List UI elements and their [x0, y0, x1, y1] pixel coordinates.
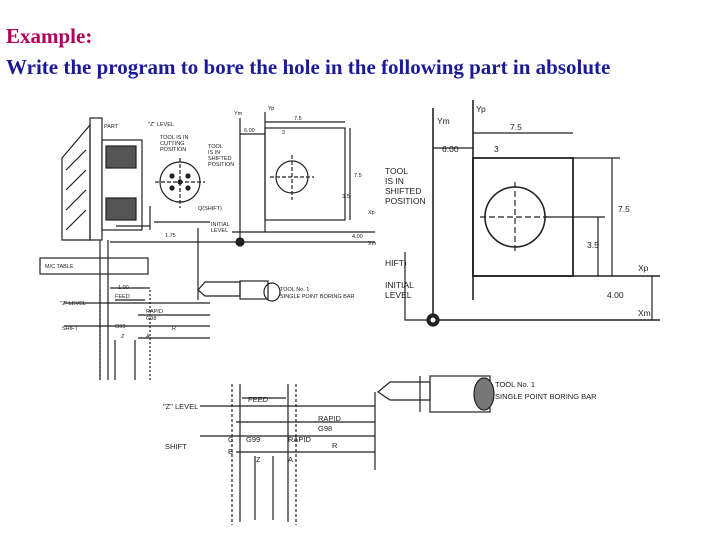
label-small-g99: G99: [115, 324, 125, 330]
label-large-tool-4: POSITION: [385, 196, 426, 206]
label-small-shift: SHIFT: [62, 326, 79, 332]
small-bore-circle: [110, 158, 232, 243]
label-tool-shifted-3: SHIFTED: [208, 156, 232, 162]
label-small-z-level: "Z" LEVEL: [60, 301, 86, 307]
label-small-dim-3: 3: [282, 130, 285, 136]
label-small-dim-35: 3.5: [342, 194, 350, 200]
label-detail-feed: FEED: [248, 395, 269, 404]
label-detail-tool-desc: SINGLE POINT BORING BAR: [495, 392, 597, 401]
slide-subtitle: Write the program to bore the hole in th…: [6, 55, 611, 79]
label-detail-a: A: [288, 455, 293, 464]
label-detail-g99: G99: [246, 435, 260, 444]
label-part: PART: [104, 124, 119, 130]
label-small-ym: Ym: [234, 111, 243, 117]
label-large-tool-3: SHIFTED: [385, 186, 421, 196]
label-small-g98: G98: [146, 316, 156, 322]
large-part-view: [404, 100, 660, 327]
label-small-feed: FEED: [115, 294, 130, 300]
label-q-shift: Q(SHIFT): [198, 206, 222, 212]
label-small-z: Z: [121, 334, 125, 340]
label-small-xp: Xp: [368, 210, 375, 216]
label-large-dim-75: 7.5: [510, 122, 522, 132]
label-detail-c: C: [228, 435, 234, 444]
small-top-view: [110, 112, 375, 300]
label-large-initial-1: INITIAL: [385, 280, 414, 290]
label-dim-100: 1.00: [118, 285, 129, 291]
label-detail-shift: SHIFT: [165, 442, 187, 451]
label-small-tool-desc: SINGLE POINT BORING BAR: [280, 294, 354, 300]
label-large-shift: HIFT): [385, 258, 407, 268]
label-detail-r: R: [332, 441, 338, 450]
label-large-xm: Xm: [638, 308, 651, 318]
label-detail-rapid: RAPID: [318, 414, 342, 423]
label-small-rapid: RAPID: [146, 309, 163, 315]
label-detail-z: Z: [256, 455, 261, 464]
label-tool-cutting-3: POSITION: [160, 147, 186, 153]
label-large-tool-1: TOOL: [385, 166, 408, 176]
label-mc-table: M/C TABLE: [45, 264, 74, 270]
label-small-dim-75v: 7.5: [354, 173, 362, 179]
detail-tool-sketch: [376, 375, 495, 413]
label-large-dim-3: 3: [494, 144, 499, 154]
label-large-dim-400: 4.00: [607, 290, 624, 300]
label-detail-tool-no: TOOL No. 1: [495, 380, 535, 389]
small-tool-sketch: [197, 280, 281, 302]
label-dim-175: 1.75: [165, 233, 176, 239]
small-feed-diagram: [64, 290, 210, 382]
label-large-yp: Yp: [476, 104, 486, 114]
label-tool-cutting-2: CUTTING: [160, 141, 184, 147]
label-detail-z-level: "Z" LEVEL: [163, 402, 198, 411]
label-small-a: A: [146, 334, 150, 340]
label-large-tool-2: IS IN: [385, 176, 404, 186]
label-tool-cutting-1: TOOL IS IN: [160, 135, 188, 141]
label-large-ym: Ym: [437, 116, 450, 126]
label-small-dim-400: 4.00: [352, 234, 363, 240]
label-z-level-top: "Z" LEVEL: [148, 122, 174, 128]
label-tool-shifted-4: POSITION: [208, 162, 234, 168]
label-large-xp: Xp: [638, 263, 649, 273]
label-large-dim-600: 6.00: [442, 144, 459, 154]
label-detail-rapid2: RAPID: [288, 435, 312, 444]
label-small-tool-no: TOOL No. 1: [280, 287, 309, 293]
label-tool-shifted-1: TOOL: [208, 144, 223, 150]
label-detail-g98: G98: [318, 424, 332, 433]
label-large-initial-2: LEVEL: [385, 290, 412, 300]
fixture-side-view: [39, 117, 149, 380]
label-detail-b: B: [228, 447, 233, 456]
label-initial-1: INITIAL: [211, 222, 230, 228]
detail-feed-diagram: [200, 384, 376, 525]
slide-title: Example:: [6, 24, 93, 48]
label-small-r: R: [172, 326, 176, 332]
label-small-yp: Yp: [268, 106, 274, 112]
label-initial-2: LEVEL: [211, 228, 228, 234]
label-small-xm: Xm: [368, 241, 377, 247]
label-small-dim-600: 6.00: [244, 128, 255, 134]
label-small-dim-75: 7.5: [294, 116, 302, 122]
label-large-dim-75v: 7.5: [618, 204, 630, 214]
label-large-dim-35: 3.5: [587, 240, 599, 250]
label-tool-shifted-2: IS IN: [208, 150, 220, 156]
